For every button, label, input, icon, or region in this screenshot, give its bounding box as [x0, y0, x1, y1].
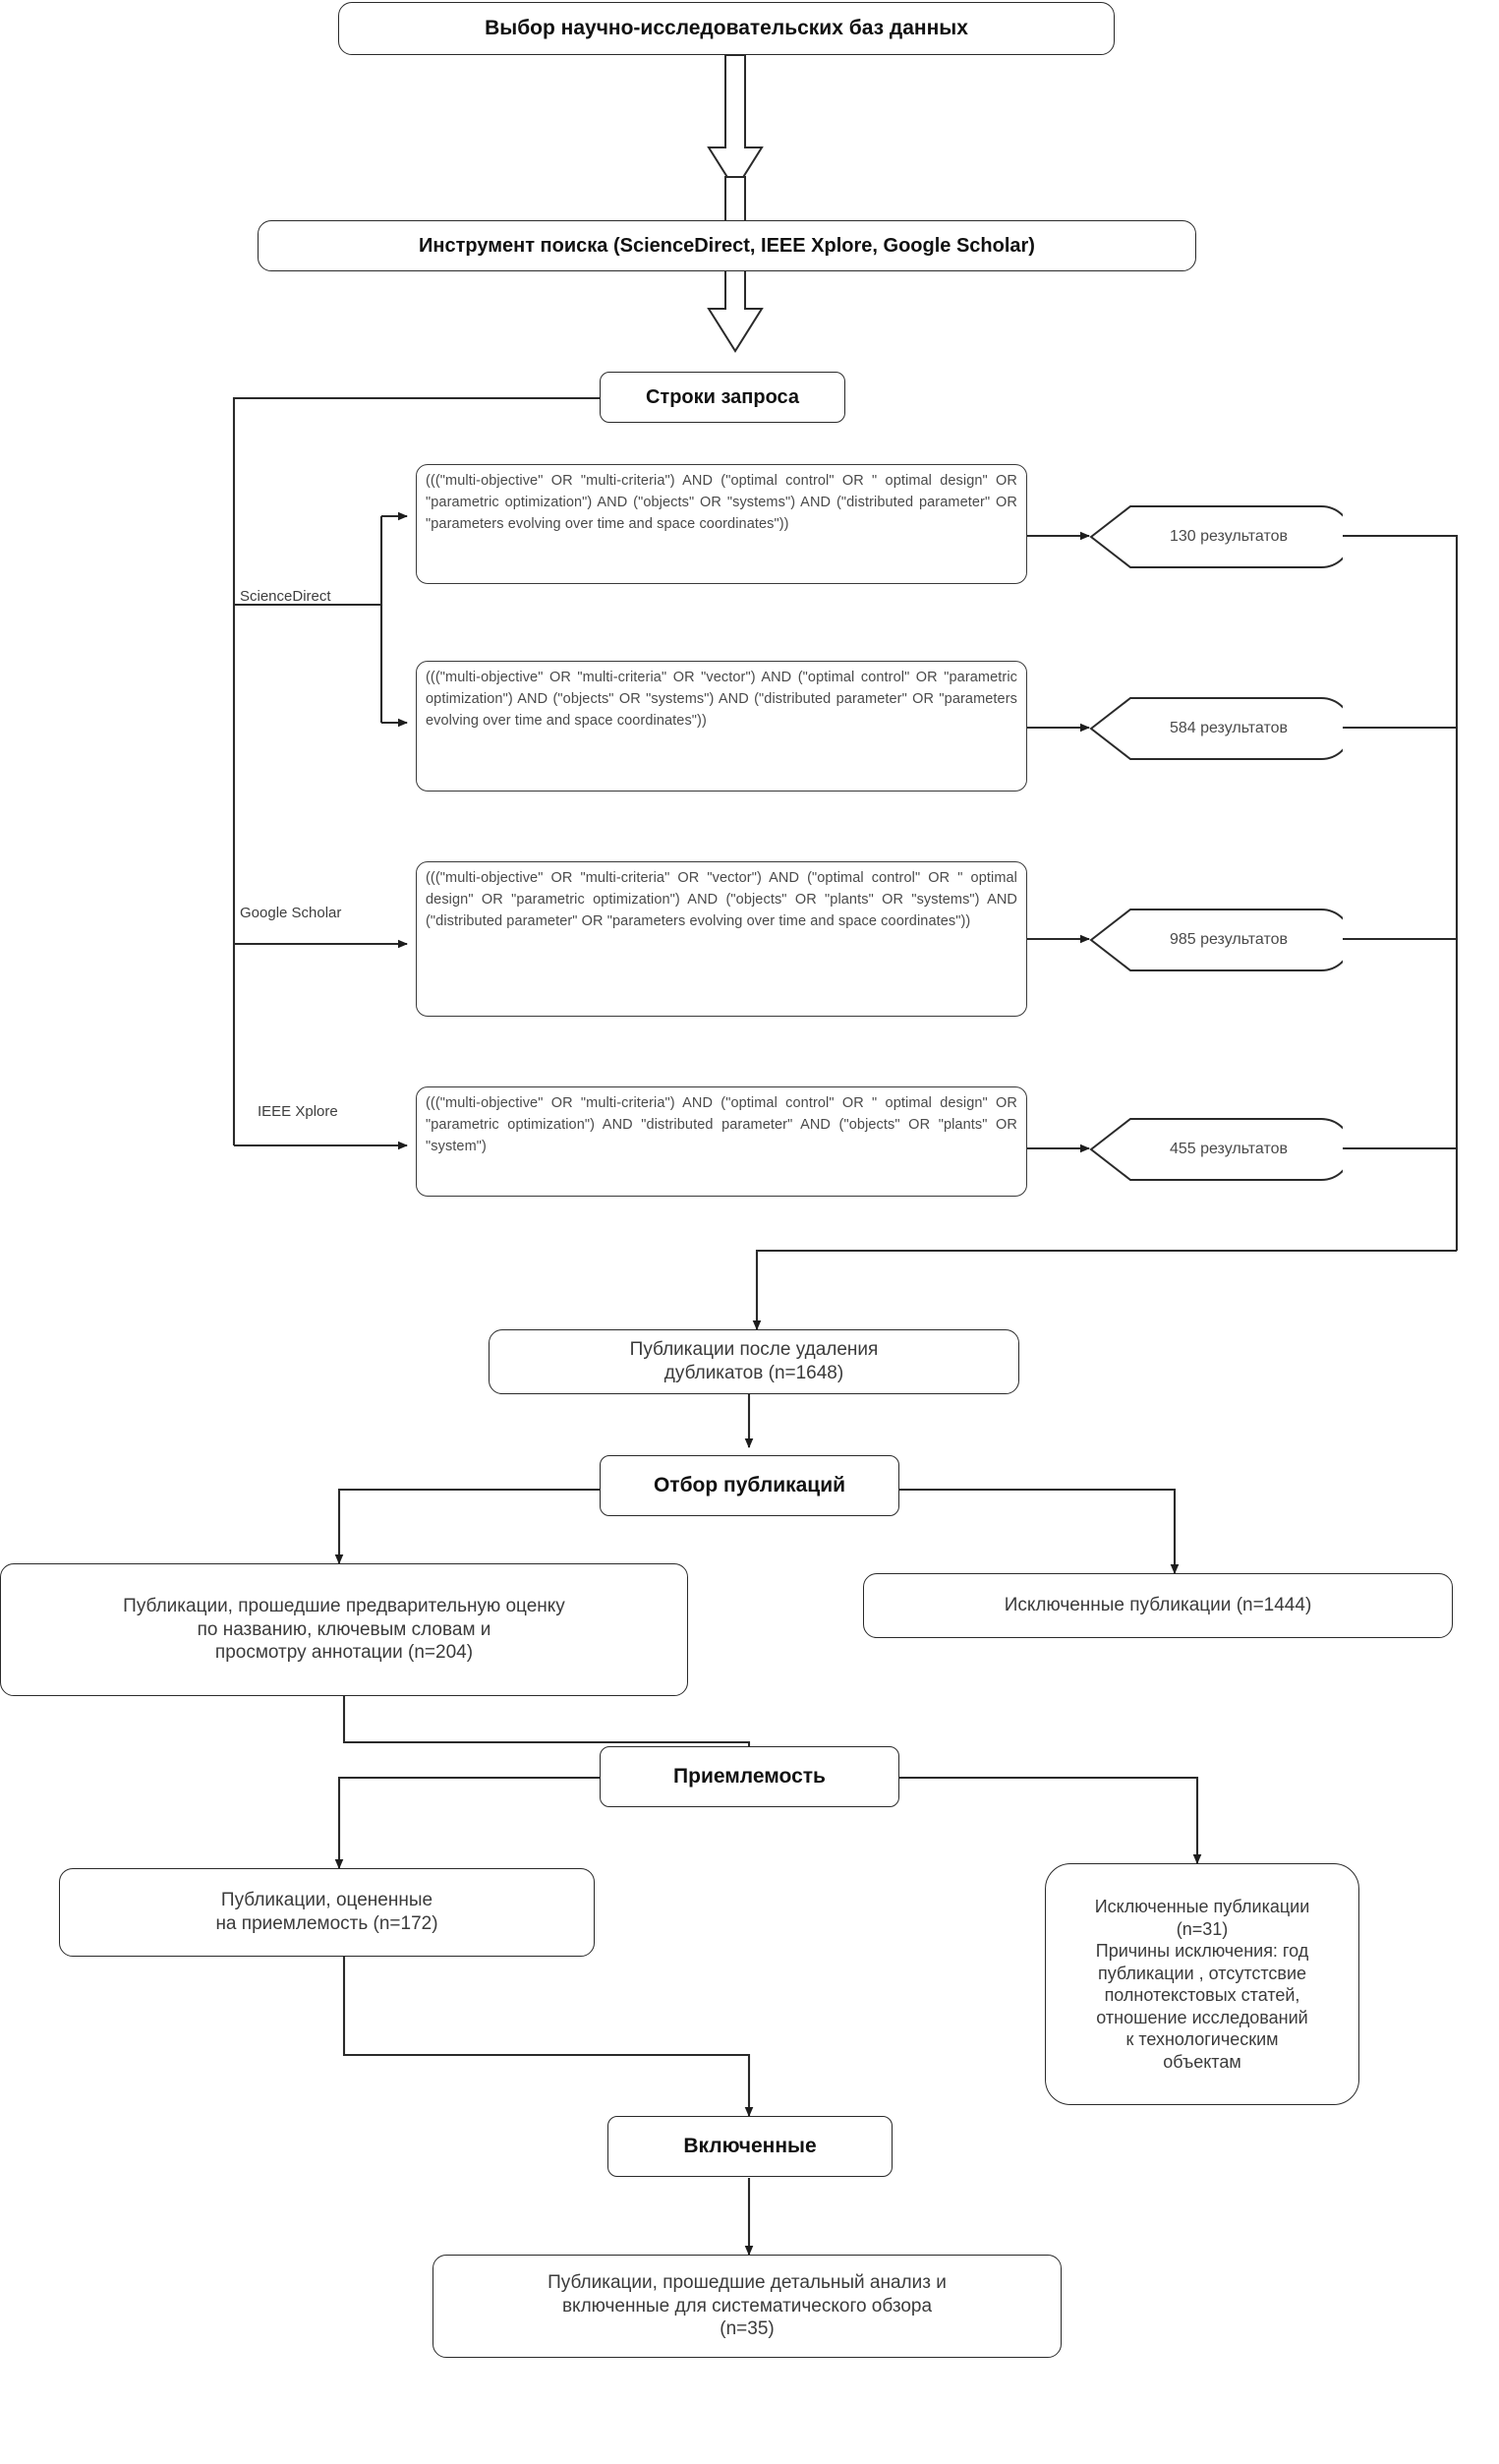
query-box-2[interactable]: ((("multi-objective" OR "multi-criteria"… — [416, 661, 1027, 792]
node-stage-included-label: Включенные — [683, 2134, 817, 2157]
node-stage-included[interactable]: Включенные — [607, 2116, 893, 2177]
query-box-4[interactable]: ((("multi-objective" OR "multi-criteria"… — [416, 1086, 1027, 1197]
node-database-selection[interactable]: Выбор научно-исследовательских баз данны… — [338, 2, 1115, 55]
node-database-selection-label: Выбор научно-исследовательских баз данны… — [485, 16, 968, 39]
node-screened-in-label: Публикации, прошедшие предварительную оц… — [123, 1595, 565, 1664]
query-box-1[interactable]: ((("multi-objective" OR "multi-criteria"… — [416, 464, 1027, 584]
query-box-4-text: ((("multi-objective" OR "multi-criteria"… — [426, 1095, 1017, 1155]
result-box-4-label: 455 результатов — [1169, 1141, 1289, 1157]
connector-screening-to-excluded — [899, 1488, 1180, 1574]
result-box-1-label: 130 результатов — [1169, 528, 1289, 545]
db-label-google-scholar: Google Scholar — [240, 905, 342, 921]
db-label-sciencedirect: ScienceDirect — [240, 588, 331, 605]
node-eligibility-excluded-label: Исключенные публикации (n=31) Причины ис… — [1094, 1897, 1310, 2072]
node-screened-out[interactable]: Исключенные публикации (n=1444) — [863, 1573, 1453, 1638]
node-eligibility-assessed[interactable]: Публикации, оцененные на приемлемость (n… — [59, 1868, 595, 1957]
node-stage-screening[interactable]: Отбор публикаций — [600, 1455, 899, 1516]
query-box-2-text: ((("multi-objective" OR "multi-criteria"… — [426, 670, 1017, 730]
connector-eligibility-to-excluded31 — [899, 1776, 1202, 1864]
node-search-tool[interactable]: Инструмент поиска (ScienceDirect, IEEE X… — [258, 220, 1196, 271]
connector-screening-to-included — [334, 1488, 600, 1564]
query-box-3[interactable]: ((("multi-objective" OR "multi-criteria"… — [416, 861, 1027, 1017]
connector-bus-to-dedup — [752, 1249, 1457, 1330]
node-deduplicated[interactable]: Публикации после удаления дубликатов (n=… — [489, 1329, 1019, 1394]
connector-assessed-to-included-stage — [342, 1957, 754, 2117]
result-box-3-shape — [1089, 907, 1343, 973]
node-eligibility-excluded[interactable]: Исключенные публикации (n=31) Причины ис… — [1045, 1863, 1359, 2105]
node-eligibility-assessed-label: Публикации, оцененные на приемлемость (n… — [215, 1890, 438, 1934]
connector-eligibility-to-assessed — [334, 1776, 600, 1869]
result-box-3-label: 985 результатов — [1169, 931, 1289, 948]
result-box-1-shape — [1089, 503, 1343, 570]
result-box-2-shape — [1089, 695, 1343, 762]
connector-bus-left — [232, 396, 600, 1145]
node-stage-eligibility[interactable]: Приемлемость — [600, 1746, 899, 1807]
result-box-4[interactable]: 455 результатов — [1089, 1116, 1343, 1183]
node-deduplicated-label: Публикации после удаления дубликатов (n=… — [629, 1339, 879, 1383]
node-stage-screening-label: Отбор публикаций — [653, 1473, 846, 1496]
query-box-1-text: ((("multi-objective" OR "multi-criteria"… — [426, 473, 1017, 533]
result-box-3[interactable]: 985 результатов — [1089, 907, 1343, 973]
node-search-tool-label: Инструмент поиска (ScienceDirect, IEEE X… — [419, 234, 1035, 257]
node-final-included-label: Публикации, прошедшие детальный анализ и… — [548, 2271, 947, 2340]
node-final-included[interactable]: Публикации, прошедшие детальный анализ и… — [432, 2255, 1062, 2358]
db-label-ieee-xplore: IEEE Xplore — [258, 1103, 338, 1120]
result-box-4-shape — [1089, 1116, 1343, 1183]
node-screened-out-label: Исключенные публикации (n=1444) — [1004, 1595, 1312, 1616]
block-arrow-title-to-tool — [707, 54, 764, 192]
connector-result1-bus — [1342, 534, 1459, 1251]
result-box-2-label: 584 результатов — [1169, 720, 1289, 736]
result-box-1[interactable]: 130 результатов — [1089, 503, 1343, 570]
node-query-strings[interactable]: Строки запроса — [600, 372, 845, 423]
node-query-strings-label: Строки запроса — [645, 385, 800, 408]
node-screened-in[interactable]: Публикации, прошедшие предварительную оц… — [0, 1563, 688, 1696]
result-box-2[interactable]: 584 результатов — [1089, 695, 1343, 762]
node-stage-eligibility-label: Приемлемость — [673, 1764, 826, 1788]
query-box-3-text: ((("multi-objective" OR "multi-criteria"… — [426, 870, 1017, 930]
